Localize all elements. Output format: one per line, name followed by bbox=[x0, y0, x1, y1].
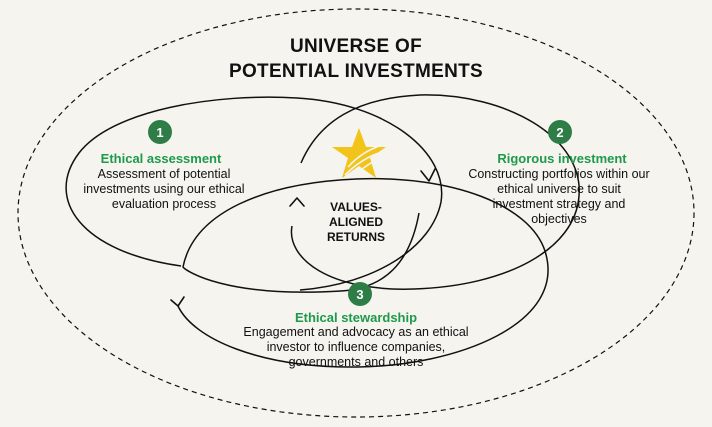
stage-description-ethical-assessment: Assessment of potential investments usin… bbox=[83, 167, 245, 211]
diagram-title: UNIVERSE OF POTENTIAL INVESTMENTS bbox=[206, 34, 506, 84]
stage-number-badge: 3 bbox=[348, 282, 372, 306]
arrowhead-icon bbox=[170, 296, 185, 307]
circle-ethical-assessment bbox=[65, 96, 443, 291]
circle-ethical-stewardship bbox=[177, 177, 549, 368]
circle-rigorous-investment bbox=[290, 94, 580, 290]
stage-title-ethical-assessment: Ethical assessment bbox=[100, 151, 222, 166]
stage-title-ethical-stewardship: Ethical stewardship bbox=[294, 310, 418, 325]
arrowhead-icon bbox=[289, 197, 305, 207]
stage-title-rigorous-investment: Rigorous investment bbox=[497, 151, 627, 166]
center-label-line: VALUES- bbox=[330, 200, 382, 214]
universe-boundary bbox=[17, 8, 695, 418]
diagram-title-line: POTENTIAL INVESTMENTS bbox=[228, 61, 484, 82]
center-label: VALUES- ALIGNED RETURNS bbox=[316, 200, 396, 245]
diagram-title-line: UNIVERSE OF bbox=[289, 36, 423, 57]
stage-description-rigorous-investment: Constructing portfolios within our ethic… bbox=[468, 167, 650, 226]
stage-description-ethical-stewardship: Engagement and advocacy as an ethical in… bbox=[243, 325, 469, 369]
stage-number-badge: 1 bbox=[148, 120, 172, 144]
star-icon bbox=[332, 128, 387, 179]
arrowhead-icon bbox=[420, 168, 436, 182]
center-label-line: ALIGNED bbox=[329, 215, 383, 229]
stage-number-badge: 2 bbox=[548, 120, 572, 144]
center-label-line: RETURNS bbox=[326, 230, 385, 244]
